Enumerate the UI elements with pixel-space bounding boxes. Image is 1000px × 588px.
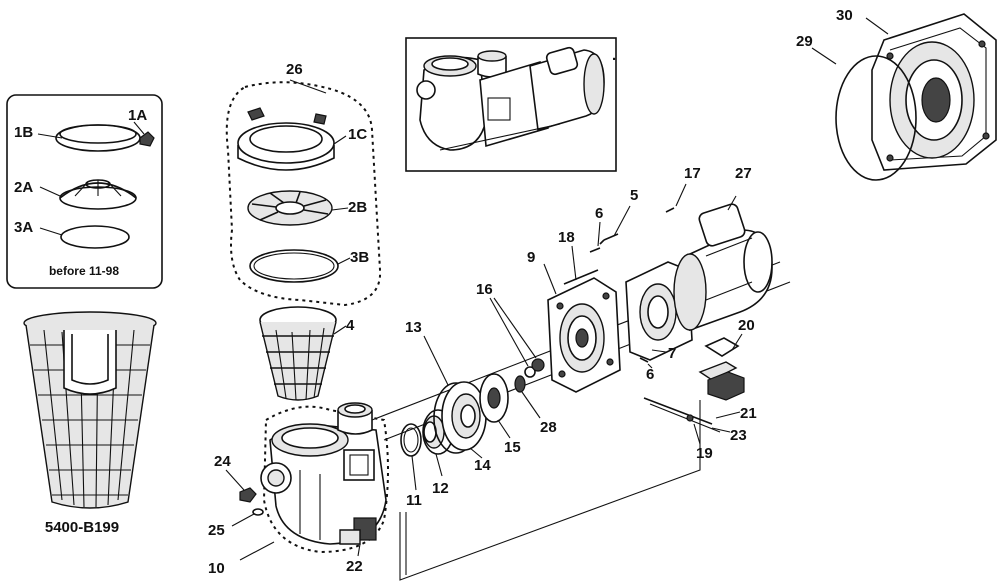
screw-17: 17 (665, 165, 701, 213)
group-26-outline (225, 81, 382, 307)
label-24: 24 (214, 453, 231, 470)
lid-assembly-group-26: 26 1C 2B 3B (225, 61, 382, 307)
motor-support-20: 20 (698, 317, 755, 401)
lid-ring-1b (55, 124, 155, 152)
gasket-3b (249, 249, 339, 283)
label-18: 18 (558, 229, 575, 246)
plug-gasket-25: 25 (208, 508, 264, 539)
label-1a: 1A (128, 107, 147, 124)
label-27: 27 (735, 165, 752, 182)
label-1c: 1C (348, 126, 367, 143)
shaft-seal-16: 16 (476, 281, 545, 378)
strainer-basket (23, 311, 157, 509)
label-6-bottom: 6 (646, 366, 654, 383)
label-13: 13 (405, 319, 422, 336)
washer-6-top: 6 (589, 205, 603, 253)
motor-27: 27 (673, 165, 773, 332)
pump-housing-10 (260, 402, 389, 554)
label-4: 4 (346, 317, 355, 334)
basket-4: 4 (259, 306, 355, 401)
label-2b: 2B (348, 199, 367, 216)
label-15: 15 (504, 439, 521, 456)
label-2a: 2A (14, 179, 33, 196)
assembled-pump-picture: . (405, 37, 617, 172)
gasket-3a (60, 225, 130, 249)
label-3b: 3B (350, 249, 369, 266)
label-11: 11 (406, 492, 422, 509)
before-11-98-inset: 1B 1A 2A 3A before 11-98 (6, 94, 163, 289)
label-19: 19 (696, 445, 713, 462)
assembled-pump-frame (405, 37, 617, 172)
label-30: 30 (836, 7, 853, 24)
label-10: 10 (208, 560, 225, 577)
label-3a: 3A (14, 219, 33, 236)
impeller-15: 15 (479, 373, 521, 456)
label-9: 9 (527, 249, 535, 266)
label-20: 20 (738, 317, 755, 334)
label-6-top: 6 (595, 205, 603, 222)
seal-plate-14: 14 (441, 381, 491, 474)
label-5: 5 (630, 187, 638, 204)
label-25: 25 (208, 522, 225, 539)
housing-dashed-outline (262, 405, 389, 554)
label-29: 29 (796, 33, 813, 50)
gasket-18: 18 (558, 229, 599, 285)
o-ring-29: 29 (796, 33, 917, 181)
diffuser-o-ring-11: 11 (400, 423, 422, 509)
label-16: 16 (476, 281, 493, 298)
label-22: 22 (346, 558, 363, 575)
label-26: 26 (286, 61, 303, 78)
label-21: 21 (740, 405, 757, 422)
inset-note: before 11-98 (49, 264, 119, 278)
shaft-seal-28: 28 (514, 375, 557, 436)
motor-flange-30: 30 (836, 7, 997, 171)
drain-plug-24: 24 (214, 453, 257, 503)
base-22: 22 (339, 529, 363, 575)
dome-2a (59, 179, 137, 210)
bolt-5: 5 (599, 187, 638, 245)
diffuser-2b (247, 190, 333, 226)
inset-frame (6, 94, 163, 289)
lid-1c (237, 107, 335, 171)
label-17: 17 (684, 165, 701, 182)
svg-text:.: . (612, 47, 616, 64)
label-12: 12 (432, 480, 449, 497)
label-23: 23 (730, 427, 747, 444)
seal-plate-9: 9 (527, 249, 621, 393)
label-14: 14 (474, 457, 491, 474)
base-hardware-19-21-23: 21 23 19 (643, 397, 757, 462)
label-7: 7 (668, 345, 676, 362)
label-28: 28 (540, 419, 557, 436)
basket-part-number: 5400-B199 (45, 519, 119, 536)
label-1b: 1B (14, 124, 33, 141)
